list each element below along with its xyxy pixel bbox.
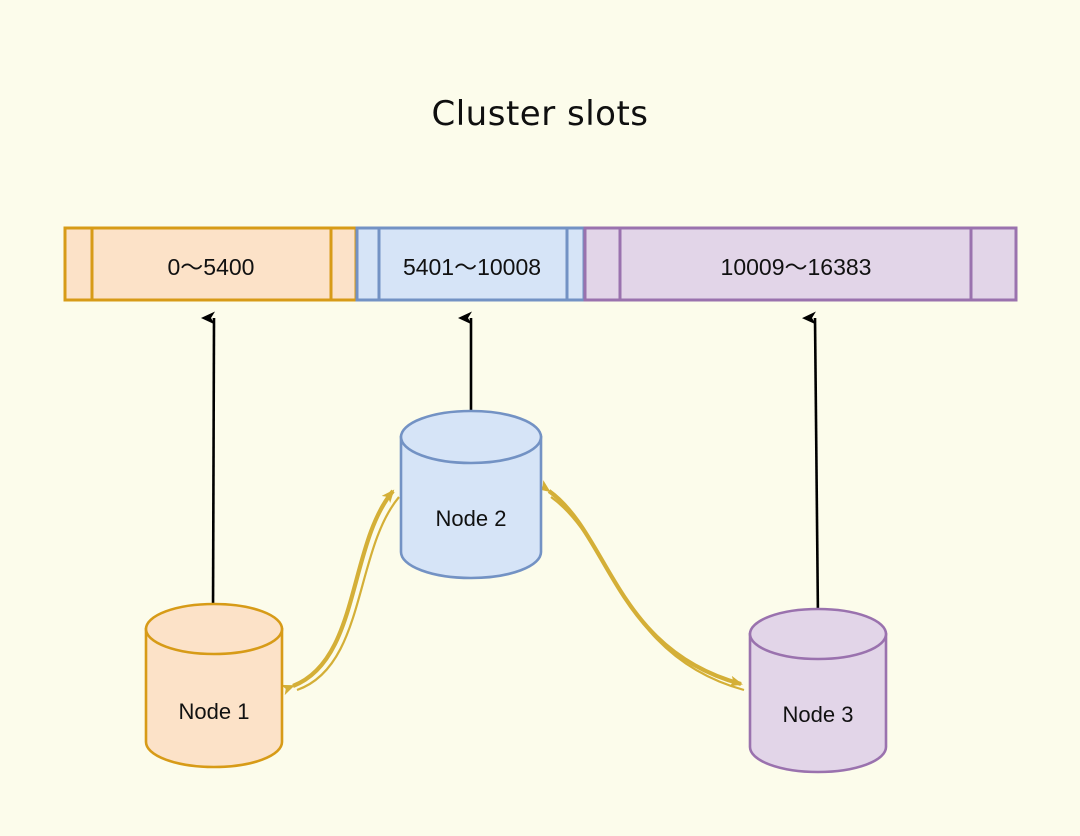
gossip-link-node1-node2: [280, 489, 400, 696]
cylinder-top: [748, 607, 888, 661]
node-cylinder-node-1[interactable]: Node 1: [144, 602, 284, 769]
slot-segment-node-2[interactable]: 5401～10008: [355, 226, 586, 302]
slot-segment-label: 5401～10008: [403, 254, 541, 280]
slot-segment-body: [583, 226, 1018, 302]
cylinder-body: [748, 632, 888, 774]
gossip-curve-primary: [280, 489, 395, 696]
ownership-arrow-node-1: [213, 318, 216, 616]
node-label: Node 2: [436, 506, 507, 531]
cylinder-top: [144, 602, 284, 656]
slot-segment-node-1[interactable]: 0～5400: [63, 226, 358, 302]
gossip-curve-primary: [536, 480, 743, 687]
slot-segment-label: 0～5400: [168, 254, 255, 280]
cylinder-top: [399, 409, 543, 465]
slot-segment-body: [355, 226, 586, 302]
gossip-curve-secondary: [550, 496, 745, 692]
slot-segment-body: [63, 226, 358, 302]
slot-segment-node-3[interactable]: 10009～16383: [583, 226, 1018, 302]
node-label: Node 3: [783, 702, 854, 727]
cylinder-body: [144, 627, 284, 769]
gossip-link-node2-node3: [536, 480, 745, 692]
node-cylinder-node-3[interactable]: Node 3: [748, 607, 888, 774]
cylinder-body: [399, 435, 543, 580]
slot-segment-label: 10009～16383: [721, 254, 872, 280]
page-title: Cluster slots: [432, 94, 649, 134]
gossip-curve-secondary: [296, 496, 400, 692]
node-cylinder-node-2[interactable]: Node 2: [399, 409, 543, 580]
ownership-arrow-node-3: [815, 318, 820, 621]
node-label: Node 1: [179, 699, 250, 724]
